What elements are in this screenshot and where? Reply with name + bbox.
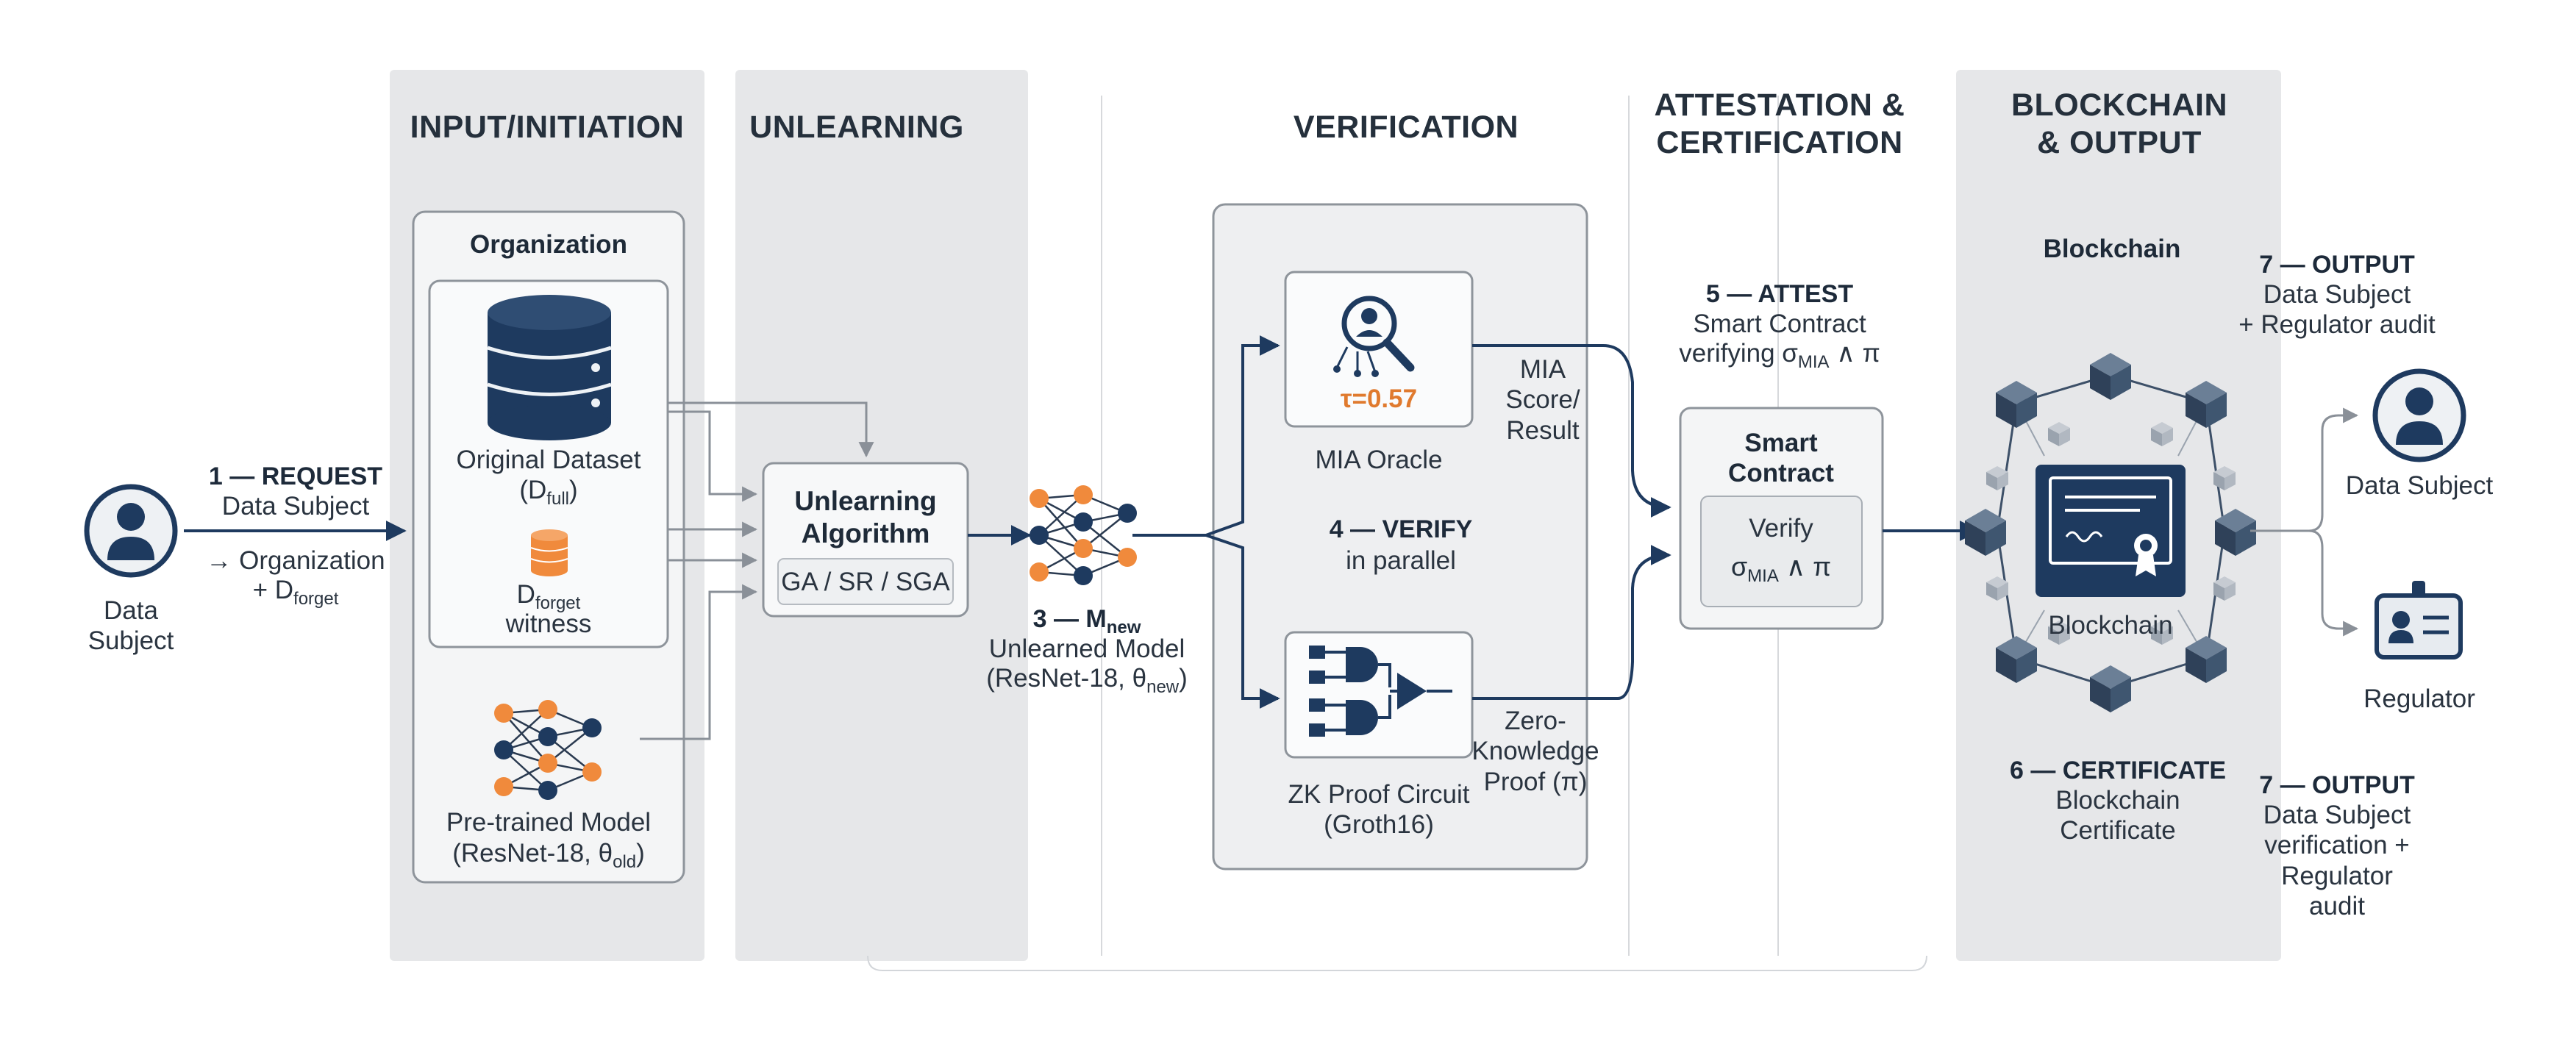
verify-subbox (1700, 496, 1863, 607)
request-step: 1 — REQUEST (208, 462, 383, 490)
output-bottom-step: 7 — OUTPUT (2259, 771, 2415, 799)
request-line2: → Organization (206, 546, 385, 575)
data-subject-left-icon (84, 484, 178, 578)
unlearned-model-detail: (ResNet-18, θnew) (986, 664, 1188, 697)
mia-oracle-label: MIA Oracle (1315, 446, 1443, 474)
regulator-badge-icon (2375, 581, 2463, 659)
certificate-step: 6 — CERTIFICATE (2009, 757, 2227, 784)
forget-database-icon (530, 529, 568, 576)
zk-result-label: Zero- Knowledge Proof (π) (1471, 707, 1599, 796)
request-line1: Data Subject (221, 492, 370, 521)
tau-threshold: τ=0.57 (1340, 385, 1418, 413)
output-bottom-detail: Data Subject verification + Regulator au… (2263, 801, 2411, 920)
forget-witness-caption: witness (505, 609, 592, 638)
request-line3: + Dforget (252, 576, 339, 609)
magnifier-icon (1333, 296, 1415, 377)
database-icon (487, 295, 612, 440)
pretrained-model-label: Pre-trained Model (446, 808, 652, 837)
smart-contract-title: Smart Contract (1728, 429, 1834, 488)
header-input-initiation: INPUT/INITIATION (410, 110, 685, 145)
regulator-label: Regulator (2363, 684, 2475, 713)
unlearning-algorithm-title: Unlearning Algorithm (794, 486, 937, 548)
verify-step: 4 — VERIFY (1329, 515, 1473, 543)
unlearning-methods: GA / SR / SGA (781, 568, 950, 596)
header-verification: VERIFICATION (1293, 110, 1519, 145)
organization-title: Organization (470, 230, 627, 259)
original-dataset-symbol: (Dfull) (519, 476, 578, 509)
organization-connectors (640, 401, 874, 740)
verify-label: Verify (1749, 514, 1813, 543)
original-dataset-label: Original Dataset (456, 446, 641, 474)
logic-gate-icon (1309, 646, 1452, 737)
data-subject-right-icon (2372, 368, 2466, 462)
mia-result-label: MIA Score/ Result (1505, 355, 1580, 445)
unlearned-model-label: Unlearned Model (988, 634, 1185, 663)
zk-circuit-box (1284, 631, 1474, 759)
attest-line1: Smart Contract (1693, 310, 1866, 338)
verify-expression: σMIA ∧ π (1730, 551, 1832, 587)
data-subject-left-label: Data Subject (88, 596, 174, 656)
pretrained-model-detail: (ResNet-18, θold) (452, 839, 645, 872)
zk-circuit-label: ZK Proof Circuit (Groth16) (1288, 780, 1470, 840)
attest-step: 5 — ATTEST (1705, 280, 1854, 308)
header-attestation: ATTESTATION & CERTIFICATION (1654, 87, 1905, 160)
branch-arrows (1132, 335, 1280, 709)
verify-step-detail: in parallel (1346, 546, 1456, 575)
certificate-detail: Blockchain Certificate (2055, 786, 2180, 845)
methods-subbox (777, 558, 954, 605)
output-top-detail: Data Subject + Regulator audit (2238, 280, 2436, 340)
model-new-step: 3 — Mnew (1032, 605, 1141, 637)
header-unlearning: UNLEARNING (749, 110, 964, 145)
forget-symbol: Dforget (516, 580, 581, 613)
blockchain-ring (1965, 353, 2256, 712)
output-top-step: 7 — OUTPUT (2259, 251, 2415, 279)
blockchain-center-label: Blockchain (2048, 611, 2173, 640)
verify-to-contract-arrows (1472, 344, 1671, 700)
unlearned-network-icon (1028, 484, 1138, 587)
blockchain-top-title: Blockchain (2043, 235, 2181, 263)
header-blockchain-output: BLOCKCHAIN & OUTPUT (2011, 87, 2228, 160)
attest-line2: verifying σMIA ∧ π (1679, 339, 1880, 372)
output-arrows (2250, 407, 2359, 637)
certificate-icon (2036, 465, 2186, 597)
data-subject-right-label: Data Subject (2345, 471, 2494, 500)
